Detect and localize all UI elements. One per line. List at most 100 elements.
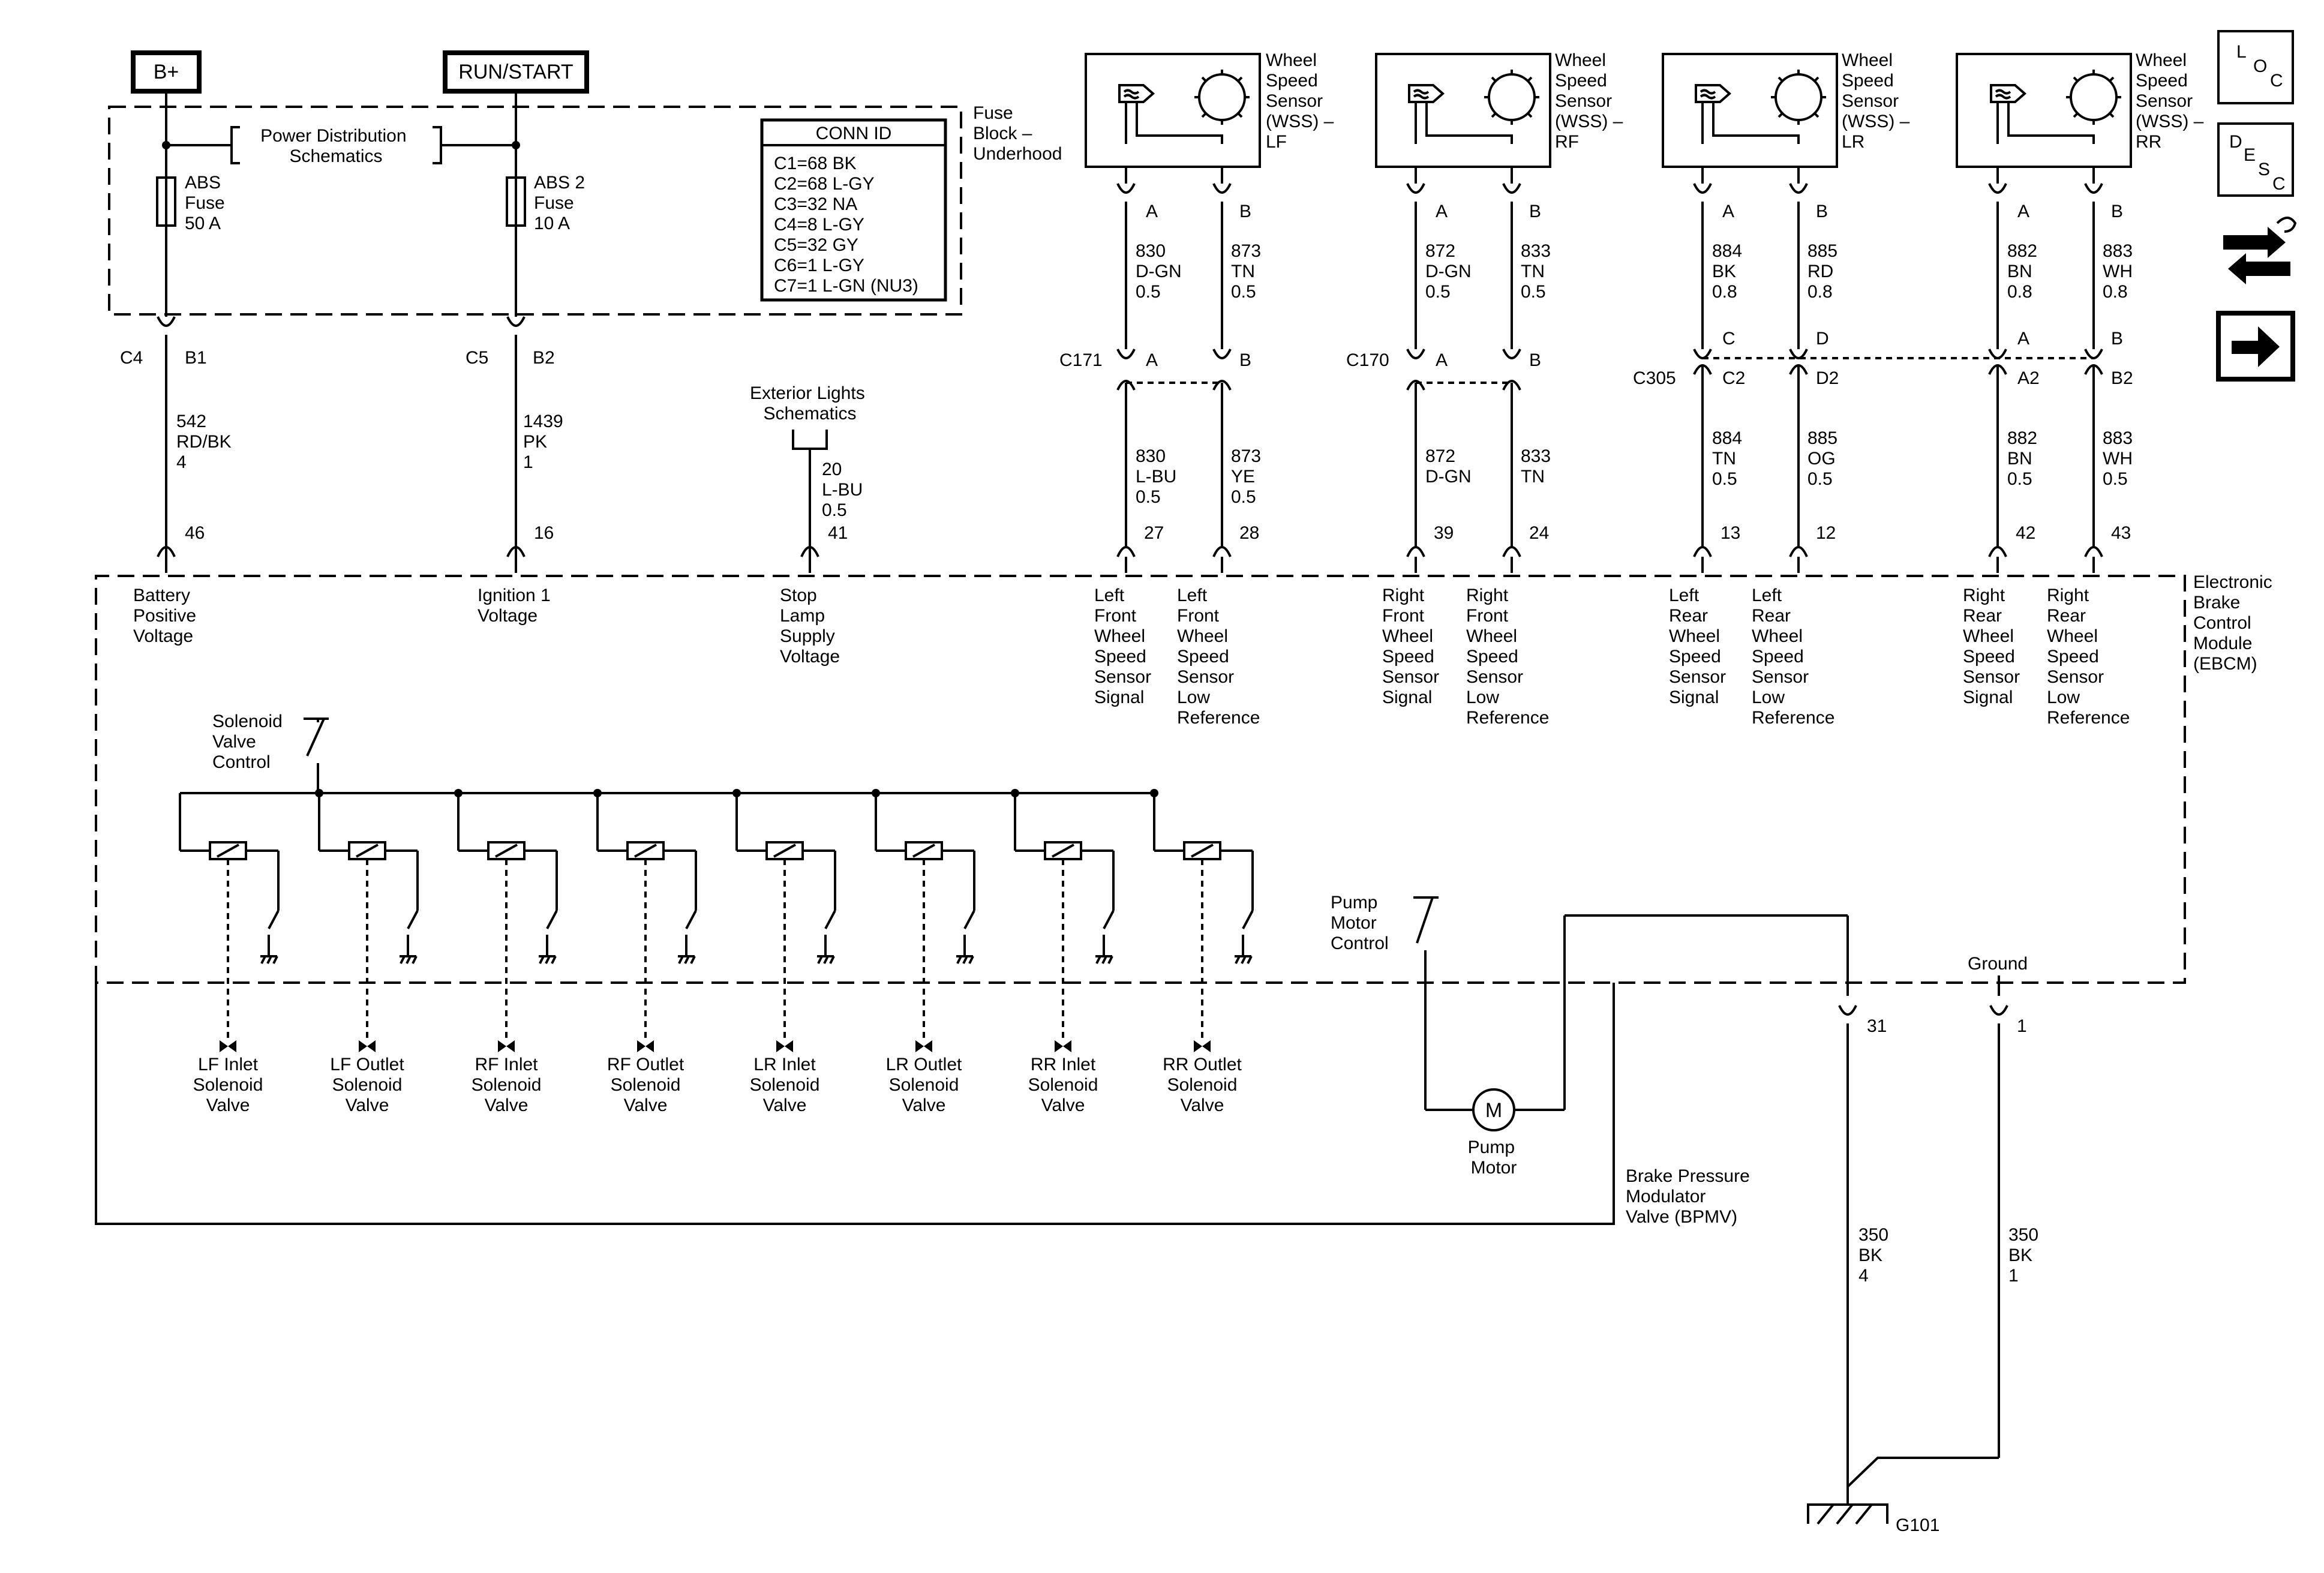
arrow-right-icon[interactable]: [2216, 311, 2295, 382]
conn-id-table: CONN ID C1=68 BK C2=68 L-GY C3=32 NA C4=…: [760, 118, 947, 302]
exterior-lights-ref: Exterior Lights Schematics 20 L-BU 0.5: [750, 383, 870, 547]
svg-text:41: 41: [828, 523, 848, 543]
wss-lr: Wheel Speed Sensor (WSS) – LR A B 884 BK…: [1633, 50, 1910, 728]
svg-text:C: C: [2270, 71, 2283, 91]
svg-text:27: 27: [1144, 523, 1164, 543]
power-distribution-label: Power Distribution Schematics: [260, 126, 412, 166]
lf-signal-label: Left Front Wheel Speed Sensor Signal: [1094, 586, 1156, 707]
wire-350-left-label: 350 BK 4: [1858, 1225, 1893, 1286]
run-start-label: RUN/START: [458, 61, 573, 83]
svg-text:13: 13: [1721, 523, 1740, 543]
wire-885-label: 885 RD 0.8: [1807, 241, 1842, 302]
wss-lf-label: Wheel Speed Sensor (WSS) – LF: [1266, 50, 1339, 152]
wire-1439-label: 1439 PK 1: [523, 412, 568, 472]
svg-text:D2: D2: [1816, 368, 1839, 388]
svg-text:C305: C305: [1633, 368, 1676, 388]
svg-text:C171: C171: [1059, 350, 1103, 370]
conn-id-title: CONN ID: [816, 124, 892, 143]
pump-motor-label: Pump Motor: [1468, 1137, 1520, 1178]
abs2-fuse-label: ABS 2 Fuse 10 A: [534, 173, 590, 233]
bplus-label: B+: [154, 61, 179, 83]
solenoid-control-label: Solenoid Valve Control: [212, 712, 287, 772]
run-start-source: RUN/START: [443, 50, 589, 94]
svg-text:B: B: [1239, 202, 1251, 221]
b1-label: B1: [185, 348, 207, 368]
pump-motor-circuit: Pump Motor Control M Pump Motor: [1331, 893, 1849, 1178]
svg-text:A: A: [1436, 350, 1448, 370]
svg-text:C: C: [2272, 174, 2286, 194]
svg-text:16: 16: [534, 523, 554, 543]
wss-rf: Wheel Speed Sensor (WSS) – RF A B 872 D-…: [1346, 50, 1623, 728]
c4-label: C4: [120, 348, 143, 368]
loc-button[interactable]: L O C: [2217, 30, 2294, 104]
wire-872-label: 872 D-GN 0.5: [1425, 241, 1476, 302]
exterior-lights-label: Exterior Lights Schematics: [750, 383, 870, 424]
svg-text:A: A: [2017, 202, 2029, 221]
svg-text:B2: B2: [2111, 368, 2133, 388]
wrench-icon[interactable]: [2223, 217, 2297, 284]
rf-low-ref-label: Right Front Wheel Speed Sensor Low Refer…: [1466, 586, 1549, 728]
ebcm-pin-46: 46: [157, 523, 205, 573]
fuse-block: Fuse Block – Underhood Power Distributio…: [108, 91, 1062, 317]
wire-884b-label: 884 TN 0.5: [1712, 428, 1747, 489]
wire-882-label: 882 BN 0.8: [2007, 241, 2042, 302]
rf-signal-label: Right Front Wheel Speed Sensor Signal: [1382, 586, 1444, 707]
g101-ground-symbol: [1807, 1487, 1888, 1525]
svg-text:A: A: [2017, 329, 2029, 349]
ebcm-pin-41: 41: [800, 523, 848, 573]
wss-rr: Wheel Speed Sensor (WSS) – RR A B 882 BN…: [1956, 50, 2209, 728]
svg-text:1: 1: [2017, 1016, 2027, 1036]
g101-label: G101: [1896, 1515, 1939, 1535]
svg-text:S: S: [2258, 160, 2270, 179]
wss-lf: Wheel Speed Sensor (WSS) – LF A B 830 D-…: [1059, 50, 1339, 728]
svg-text:28: 28: [1239, 523, 1259, 543]
ignition-voltage-label: Ignition 1 Voltage: [478, 586, 556, 626]
battery-positive-label: Battery Positive Voltage: [133, 586, 201, 646]
wire-350-right-label: 350 BK 1: [2008, 1225, 2043, 1286]
svg-text:B: B: [1239, 350, 1251, 370]
c4-connector: C4 B1 542 RD/BK 4: [120, 316, 232, 547]
rr-signal-label: Right Rear Wheel Speed Sensor Signal: [1963, 586, 2025, 707]
ground-circuit: Ground 31 1 350 BK 4 350 BK 1 G101: [1807, 954, 2043, 1535]
wss-rr-label: Wheel Speed Sensor (WSS) – RR: [2136, 50, 2209, 152]
ebcm-module: Electronic Brake Control Module (EBCM) B…: [95, 572, 2277, 984]
ebcm-label: Electronic Brake Control Module (EBCM): [2193, 572, 2277, 674]
svg-text:A: A: [1722, 202, 1734, 221]
svg-text:L: L: [2236, 42, 2247, 62]
svg-text:12: 12: [1816, 523, 1836, 543]
svg-text:B: B: [2111, 329, 2123, 349]
svg-text:C: C: [1722, 329, 1736, 349]
fuse-block-label: Fuse Block – Underhood: [973, 103, 1062, 164]
svg-text:M: M: [1485, 1099, 1502, 1122]
stop-lamp-label: Stop Lamp Supply Voltage: [780, 586, 840, 667]
solenoid-valve-control: Solenoid Valve Control: [179, 712, 1152, 851]
svg-text:O: O: [2253, 56, 2267, 76]
ground-label: Ground: [1968, 954, 2028, 974]
lr-low-ref-label: Left Rear Wheel Speed Sensor Low Referen…: [1752, 586, 1834, 728]
svg-text:42: 42: [2016, 523, 2035, 543]
svg-text:B: B: [1816, 202, 1828, 221]
svg-text:D: D: [2229, 132, 2242, 152]
wire-872b-label: 872 D-GN: [1425, 446, 1472, 487]
wire-882b-label: 882 BN 0.5: [2007, 428, 2042, 489]
svg-text:31: 31: [1867, 1016, 1887, 1036]
svg-text:B: B: [1529, 350, 1541, 370]
desc-button[interactable]: D E S C: [2217, 122, 2294, 197]
b2-label: B2: [533, 348, 555, 368]
wire-883-label: 883 WH 0.8: [2103, 241, 2137, 302]
svg-text:43: 43: [2111, 523, 2131, 543]
wire-20-label: 20 L-BU 0.5: [822, 460, 868, 520]
